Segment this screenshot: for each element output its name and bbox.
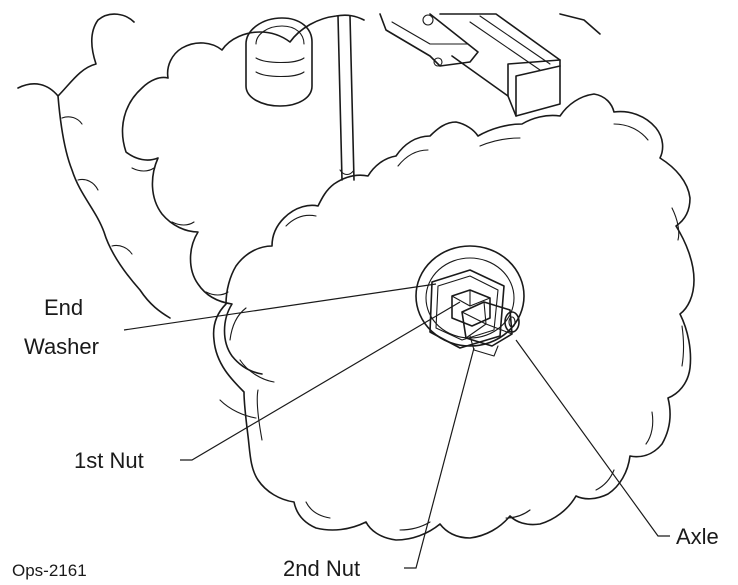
end-washer-label-line1: End [44,295,83,320]
leader-lines [123,283,670,569]
front-disc-blade [212,93,695,541]
figure-id-label: Ops-2161 [12,561,87,580]
first-nut-label: 1st Nut [74,448,144,473]
axle-end [504,311,520,333]
end-washer-leader [123,283,437,331]
axle-label: Axle [676,524,719,549]
second-nut [461,301,513,357]
second-nut-label: 2nd Nut [283,556,360,581]
callout-labels: End Washer 1st Nut 2nd Nut Axle Ops-2161 [12,295,719,581]
axle-leader [515,339,670,537]
end-washer-label-line2: Washer [24,334,99,359]
frame-bracket [379,13,601,117]
first-nut-leader [180,301,461,461]
spindle-housing [245,17,313,107]
rear-disc-blade [17,13,171,319]
vertical-rod [337,15,355,181]
middle-disc-blade [121,14,365,375]
second-nut-leader [404,347,475,569]
first-nut [451,289,491,327]
end-washer [429,269,505,349]
